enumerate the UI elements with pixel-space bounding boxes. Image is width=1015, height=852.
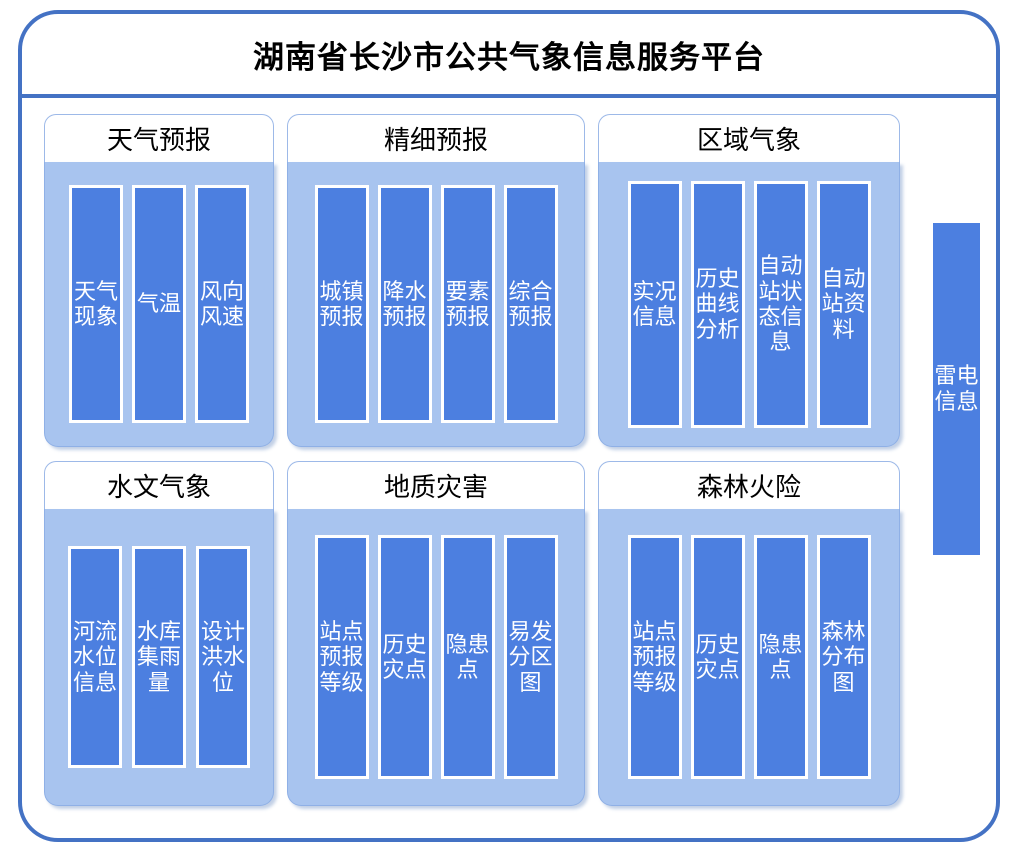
panel-forest-fire-risk[interactable]: 森林火险 站点预报等级 历史灾点 隐患点 森林分布图 xyxy=(598,461,900,806)
bar-auto-station-data[interactable]: 自动站资料 xyxy=(816,180,871,428)
bar-precipitation-forecast[interactable]: 降水预报 xyxy=(377,185,432,423)
panel-body-geological-hazard: 站点预报等级 历史灾点 隐患点 易发分区图 xyxy=(287,509,585,806)
panel-header-regional-meteorology: 区域气象 xyxy=(598,114,900,162)
panel-header-geological-hazard: 地质灾害 xyxy=(287,461,585,509)
bar-auto-station-status-information[interactable]: 自动站状态信息 xyxy=(753,180,808,428)
panel-body-fine-forecast: 城镇预报 降水预报 要素预报 综合预报 xyxy=(287,162,585,447)
panel-body-weather-forecast: 天气现象 气温 风向风速 xyxy=(44,162,274,447)
bar-reservoir-rainfall[interactable]: 水库集雨量 xyxy=(132,546,186,768)
page-title: 湖南省长沙市公共气象信息服务平台 xyxy=(253,39,765,75)
bar-wind-direction-speed[interactable]: 风向风速 xyxy=(195,185,249,423)
panel-title-forest-fire-risk: 森林火险 xyxy=(696,472,801,502)
bar-lightning-information[interactable]: 雷电信息 xyxy=(933,223,980,555)
bar-forest-distribution-map[interactable]: 森林分布图 xyxy=(816,535,871,779)
application-frame: 湖南省长沙市公共气象信息服务平台 天气预报 天气现象 气温 风向风速 精细预报 xyxy=(18,10,1000,842)
bar-element-forecast[interactable]: 要素预报 xyxy=(440,185,495,423)
panel-body-regional-meteorology: 实况信息 历史曲线分析 自动站状态信息 自动站资料 xyxy=(598,162,900,447)
panel-title-geological-hazard: 地质灾害 xyxy=(383,472,488,502)
panel-body-forest-fire-risk: 站点预报等级 历史灾点 隐患点 森林分布图 xyxy=(598,509,900,806)
panel-header-forest-fire-risk: 森林火险 xyxy=(598,461,900,509)
bar-forest-hidden-danger-points[interactable]: 隐患点 xyxy=(753,535,808,779)
panel-hydro-meteorology[interactable]: 水文气象 河流水位信息 水库集雨量 设计洪水位 xyxy=(44,461,274,806)
bar-station-forecast-level[interactable]: 站点预报等级 xyxy=(314,535,369,779)
application-title-bar: 湖南省长沙市公共气象信息服务平台 xyxy=(22,14,996,98)
panel-body-hydro-meteorology: 河流水位信息 水库集雨量 设计洪水位 xyxy=(44,509,274,806)
bar-design-flood-level[interactable]: 设计洪水位 xyxy=(196,546,250,768)
panel-geological-hazard[interactable]: 地质灾害 站点预报等级 历史灾点 隐患点 易发分区图 xyxy=(287,461,585,806)
panel-fine-forecast[interactable]: 精细预报 城镇预报 降水预报 要素预报 综合预报 xyxy=(287,114,585,447)
panel-grid: 天气预报 天气现象 气温 风向风速 精细预报 城镇预报 降水预报 要素预报 综合… xyxy=(44,114,914,820)
application-body: 天气预报 天气现象 气温 风向风速 精细预报 城镇预报 降水预报 要素预报 综合… xyxy=(22,98,996,838)
bar-town-forecast[interactable]: 城镇预报 xyxy=(314,185,369,423)
panel-title-hydro-meteorology: 水文气象 xyxy=(106,472,211,502)
panel-title-regional-meteorology: 区域气象 xyxy=(696,125,801,155)
panel-header-hydro-meteorology: 水文气象 xyxy=(44,461,274,509)
bar-live-information[interactable]: 实况信息 xyxy=(627,180,682,428)
panel-header-fine-forecast: 精细预报 xyxy=(287,114,585,162)
bar-temperature[interactable]: 气温 xyxy=(132,185,186,423)
bar-forest-historical-disaster-points[interactable]: 历史灾点 xyxy=(690,535,745,779)
panel-regional-meteorology[interactable]: 区域气象 实况信息 历史曲线分析 自动站状态信息 自动站资料 xyxy=(598,114,900,447)
bar-comprehensive-forecast[interactable]: 综合预报 xyxy=(503,185,558,423)
panel-header-weather-forecast: 天气预报 xyxy=(44,114,274,162)
panel-title-fine-forecast: 精细预报 xyxy=(383,125,488,155)
bar-historical-curve-analysis[interactable]: 历史曲线分析 xyxy=(690,180,745,428)
bar-historical-disaster-points[interactable]: 历史灾点 xyxy=(377,535,432,779)
bar-river-water-level-information[interactable]: 河流水位信息 xyxy=(68,546,122,768)
panel-title-weather-forecast: 天气预报 xyxy=(106,125,211,155)
bar-hidden-danger-points[interactable]: 隐患点 xyxy=(440,535,495,779)
bar-forest-station-forecast-level[interactable]: 站点预报等级 xyxy=(627,535,682,779)
panel-weather-forecast[interactable]: 天气预报 天气现象 气温 风向风速 xyxy=(44,114,274,447)
bar-susceptibility-zoning-map[interactable]: 易发分区图 xyxy=(503,535,558,779)
bar-weather-phenomenon[interactable]: 天气现象 xyxy=(69,185,123,423)
